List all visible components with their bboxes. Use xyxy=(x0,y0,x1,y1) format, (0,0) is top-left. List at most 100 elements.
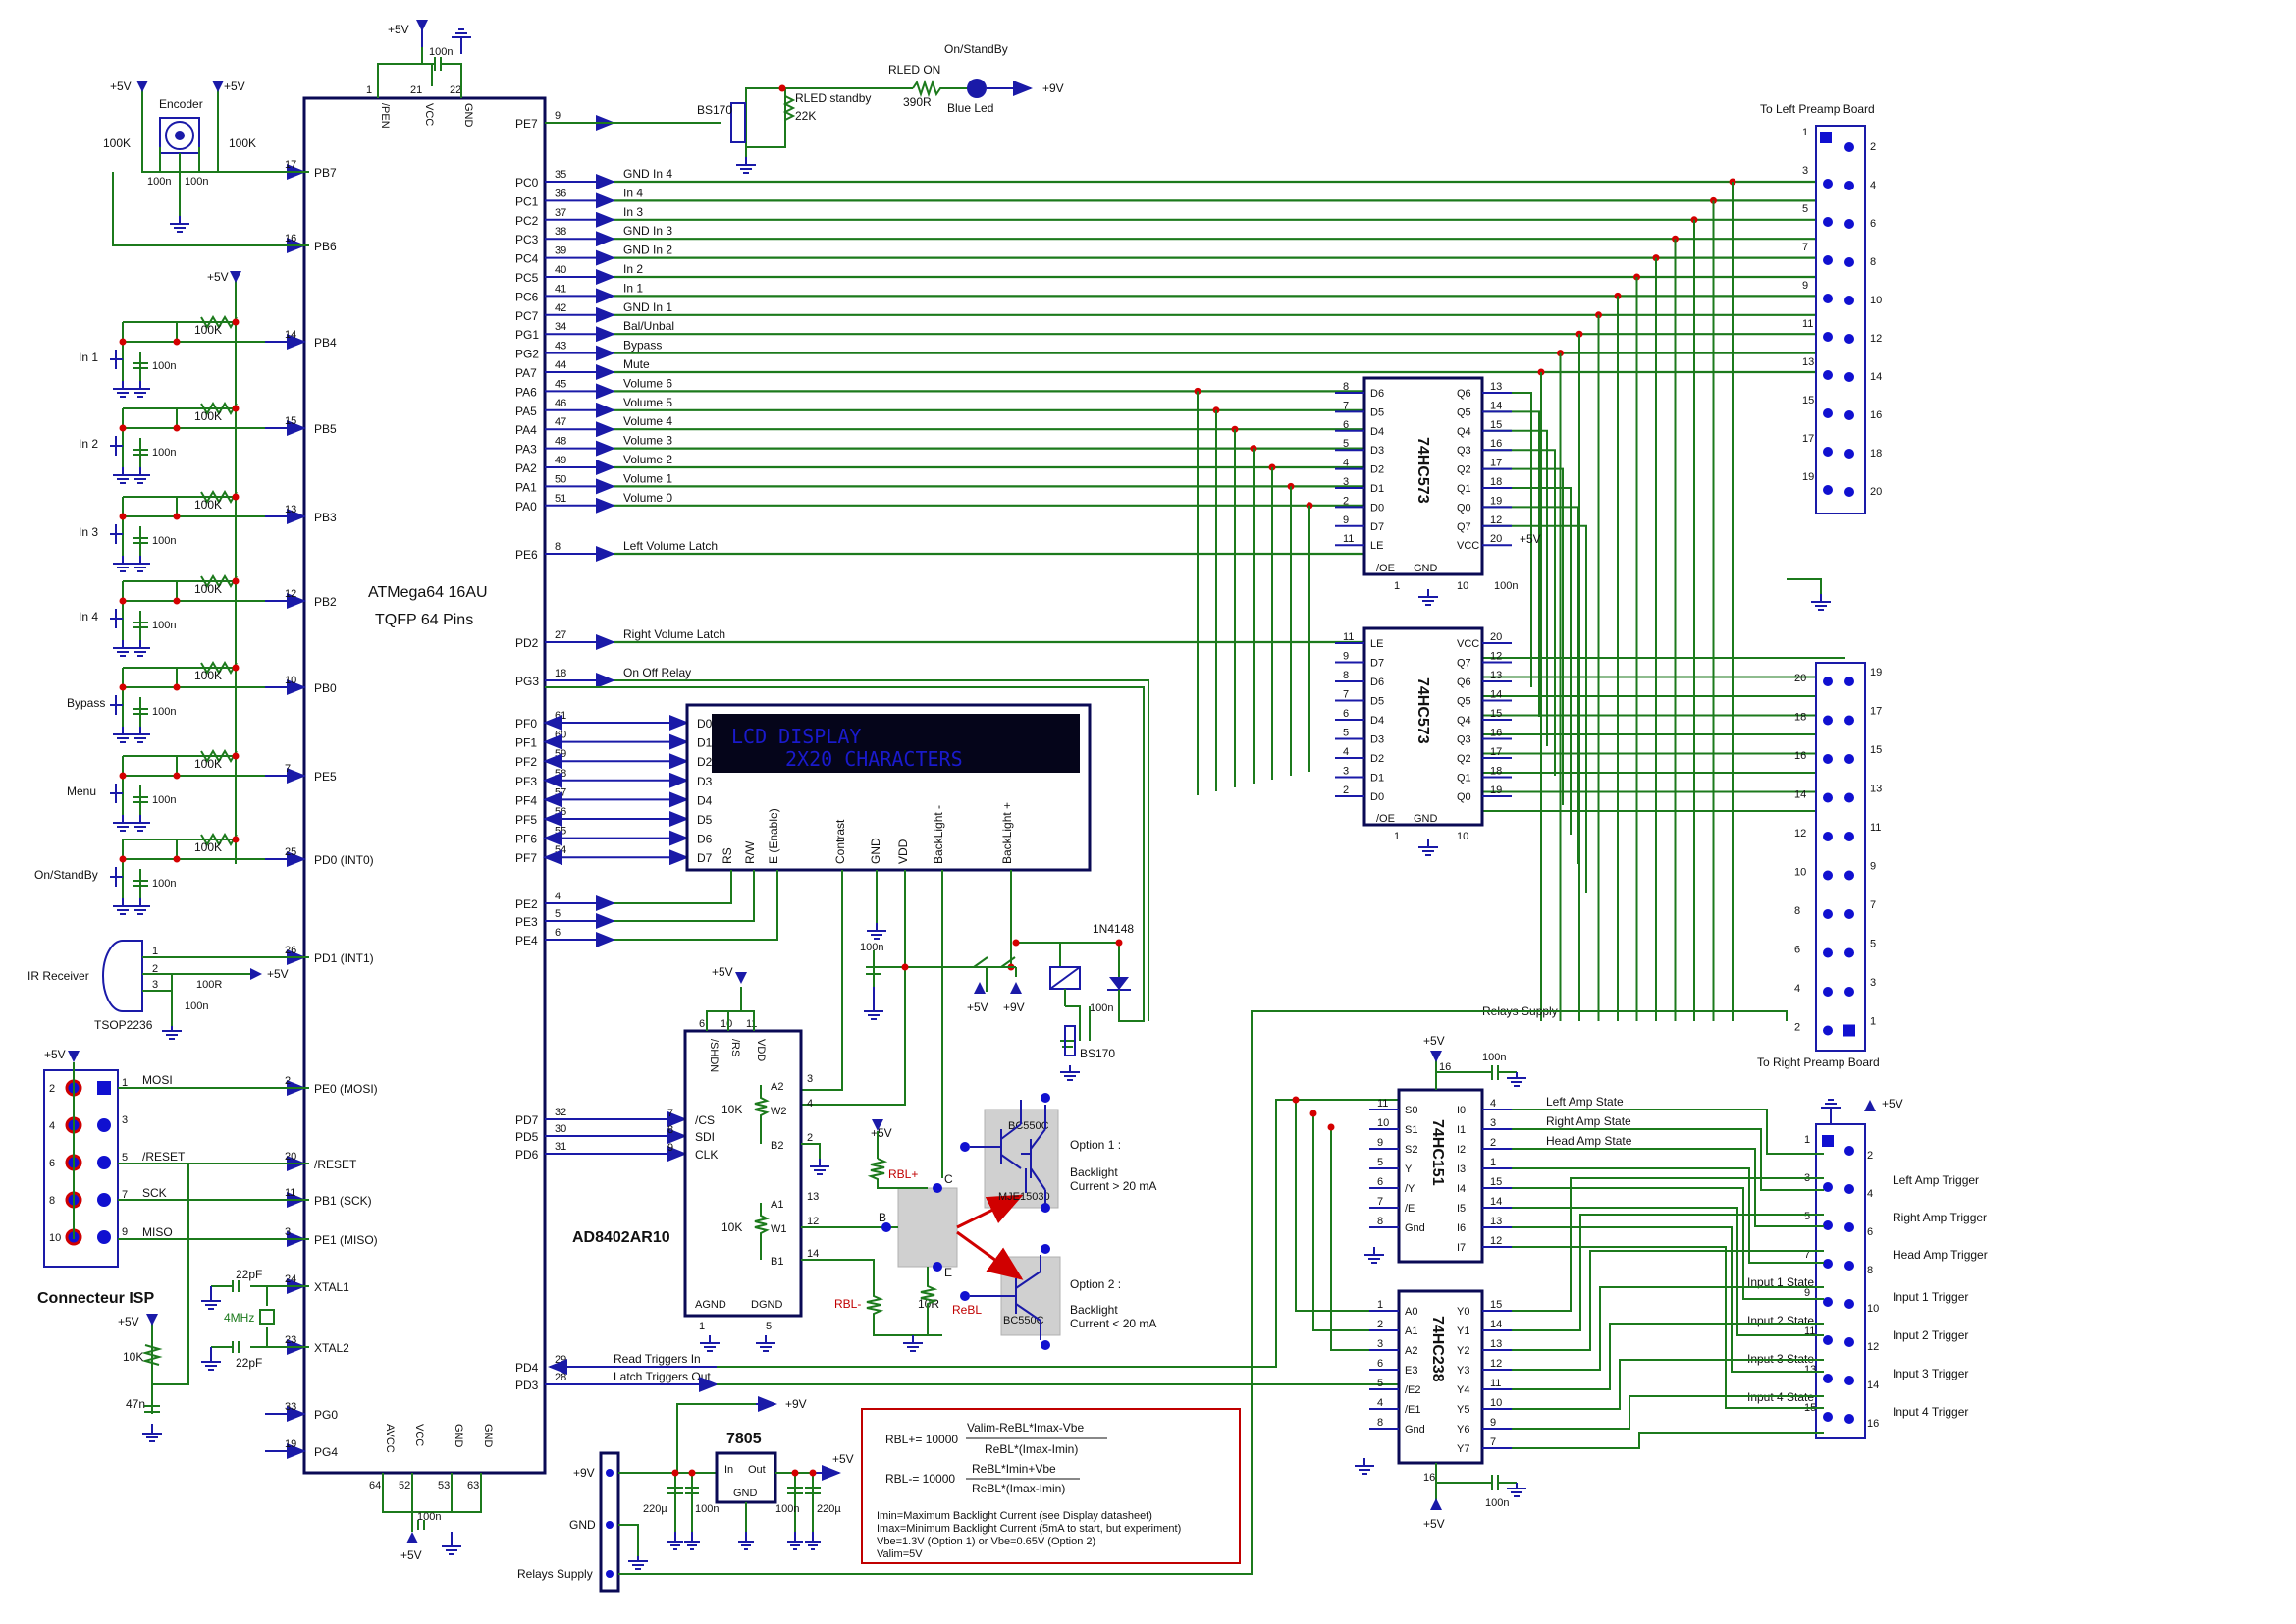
rbl-minus: RBL- xyxy=(834,1297,861,1311)
net-label: Volume 0 xyxy=(623,491,672,505)
mcu-pin-name: PE1 (MISO) xyxy=(314,1233,378,1247)
power-section: +9V GND Relays Supply +9V 7805 In Out GN… xyxy=(517,1010,1757,1593)
connector-pin xyxy=(1844,219,1854,229)
isp-pin-number: 6 xyxy=(49,1158,55,1169)
chip-pin-name: D7 xyxy=(1370,658,1384,670)
ground-symbol xyxy=(113,640,133,657)
state-label: Right Amp State xyxy=(1546,1114,1631,1128)
connector-pin-number: 7 xyxy=(1802,242,1808,253)
gnd-wire xyxy=(1787,578,1822,594)
cap-value: 100n xyxy=(152,620,176,631)
opt1-part2: MJE15030 xyxy=(998,1191,1050,1203)
chip-pin-number: 11 xyxy=(1377,1098,1388,1110)
chip-pin-number: 1 xyxy=(1490,1157,1496,1168)
trigger-label: Input 2 Trigger xyxy=(1893,1328,1968,1342)
trigger-wire xyxy=(1512,1250,1824,1351)
mcu-pin-name: PE7 xyxy=(515,117,538,131)
mcu-pin-number: 53 xyxy=(438,1480,450,1491)
junction-dot xyxy=(119,513,127,520)
mcu-pin-name: PE0 (MOSI) xyxy=(314,1082,378,1096)
trigger-wire xyxy=(1512,1323,1824,1390)
chip-pin-number: 9 xyxy=(667,1142,673,1154)
mcu-pin-name: XTAL1 xyxy=(314,1280,349,1294)
mcu-pin-name: PA3 xyxy=(515,443,537,457)
chip-pin-name: Q4 xyxy=(1457,426,1471,438)
address-wire xyxy=(1312,1113,1399,1331)
connector-pin-number: 4 xyxy=(1794,983,1800,995)
connector-pin xyxy=(1823,870,1833,881)
connector-pin-number: 6 xyxy=(1870,218,1876,230)
mux-cap: 100n xyxy=(1482,1052,1506,1063)
mcu-pin-number: 8 xyxy=(555,541,561,553)
opt1-title: Option 1 : xyxy=(1070,1138,1121,1152)
junction-dot xyxy=(232,752,240,760)
resistor-value: 100K xyxy=(194,757,222,771)
mcu-pin-number: 64 xyxy=(369,1480,381,1491)
trigger-wire xyxy=(1512,1246,1824,1409)
chip-pin-name: I7 xyxy=(1457,1242,1466,1254)
mcu-pin-name: PB5 xyxy=(314,422,337,436)
chip-pin-name: D1 xyxy=(1370,483,1384,495)
chip-pin-number: 19 xyxy=(1490,495,1502,507)
chip-pin-name: Q0 xyxy=(1457,502,1471,514)
mcu-pin-name: PD4 xyxy=(515,1361,539,1375)
chip-pin-number: 10 xyxy=(1457,580,1468,592)
connector-pin xyxy=(1823,792,1833,803)
chip-pin-name: Gnd xyxy=(1405,1222,1425,1234)
mcu-pins: 17PB716PB614PB415PB513PB312PB210PB07PE52… xyxy=(265,84,725,1491)
lcd-pin-name: Contrast xyxy=(833,819,847,864)
mcu-pin-number: 52 xyxy=(399,1480,410,1491)
isp-pin-number: 2 xyxy=(49,1083,55,1095)
latch1-pins: 8D67D56D45D34D23D12D09D711LE13Q614Q515Q4… xyxy=(1335,381,1541,606)
chip-pin-name: Y7 xyxy=(1457,1443,1469,1455)
chip-pin-name: VCC xyxy=(1457,638,1479,650)
ir-cap: 100n xyxy=(185,1001,208,1012)
encoder-cap-right: 100n xyxy=(185,176,208,188)
rw-wire xyxy=(614,870,755,922)
junction-dot xyxy=(173,855,181,863)
encoder-supply-left: +5V xyxy=(110,80,132,93)
chip-pin-number: 5 xyxy=(1343,728,1349,739)
chip-pin-number: 18 xyxy=(1490,476,1502,488)
mcu-pin-number: 36 xyxy=(555,188,566,199)
relay-mosfet: BS170 xyxy=(1080,1047,1115,1060)
trigger-supply: +5V xyxy=(1882,1097,1903,1110)
connector-right-title: To Right Preamp Board xyxy=(1757,1056,1880,1069)
connector-pin-number: 7 xyxy=(1870,899,1876,911)
connector-pin xyxy=(1844,296,1854,305)
connector-pin-number: 13 xyxy=(1802,356,1814,368)
chip-pin-number: 14 xyxy=(1490,689,1502,701)
standby-r-label: RLED standby xyxy=(795,91,871,105)
decoder-74hc238: 74HC238 1A02A13A26E35/E24/E18Gnd15Y014Y1… xyxy=(1355,1275,1814,1531)
chip-pin-number: 14 xyxy=(1490,400,1502,411)
connector-pin xyxy=(1823,485,1833,495)
mcu-pin-number: 13 xyxy=(285,504,296,515)
net-label: Read Triggers In xyxy=(614,1352,701,1366)
pullup-resistor xyxy=(200,490,238,504)
chip-pin-name: D1 xyxy=(1370,773,1384,785)
ir-pin-1: 1 xyxy=(152,946,158,957)
trigger-pin-number: 9 xyxy=(1804,1287,1810,1299)
lcd-pin-name: VDD xyxy=(896,839,910,864)
mcu-pin-number: 24 xyxy=(285,1273,296,1285)
trigger-pin-number: 12 xyxy=(1867,1341,1879,1353)
trigger-pin xyxy=(1844,1376,1854,1385)
connector-pin-number: 12 xyxy=(1870,333,1882,345)
mcu-pin-number: 60 xyxy=(555,730,566,741)
mcu-pin-name: PE3 xyxy=(515,915,538,929)
chip-pin-number: 5 xyxy=(1377,1378,1383,1389)
standby-mosfet: BS170 xyxy=(697,103,732,117)
trigger-pin xyxy=(1844,1222,1854,1232)
lcd-pin-name: D3 xyxy=(697,775,713,788)
mcu-pin-name: PF7 xyxy=(515,851,537,865)
chip-pin-name: /E1 xyxy=(1405,1404,1421,1416)
mcu-pin-number: 30 xyxy=(555,1123,566,1135)
connector-pin-number: 13 xyxy=(1870,784,1882,795)
connector-pin-number: 2 xyxy=(1870,141,1876,153)
chip-pin-name: D4 xyxy=(1370,426,1384,438)
bl-pin-c: C xyxy=(944,1172,953,1186)
contrast-wire xyxy=(801,870,843,1091)
chip-pin-number: 12 xyxy=(1490,1235,1502,1247)
